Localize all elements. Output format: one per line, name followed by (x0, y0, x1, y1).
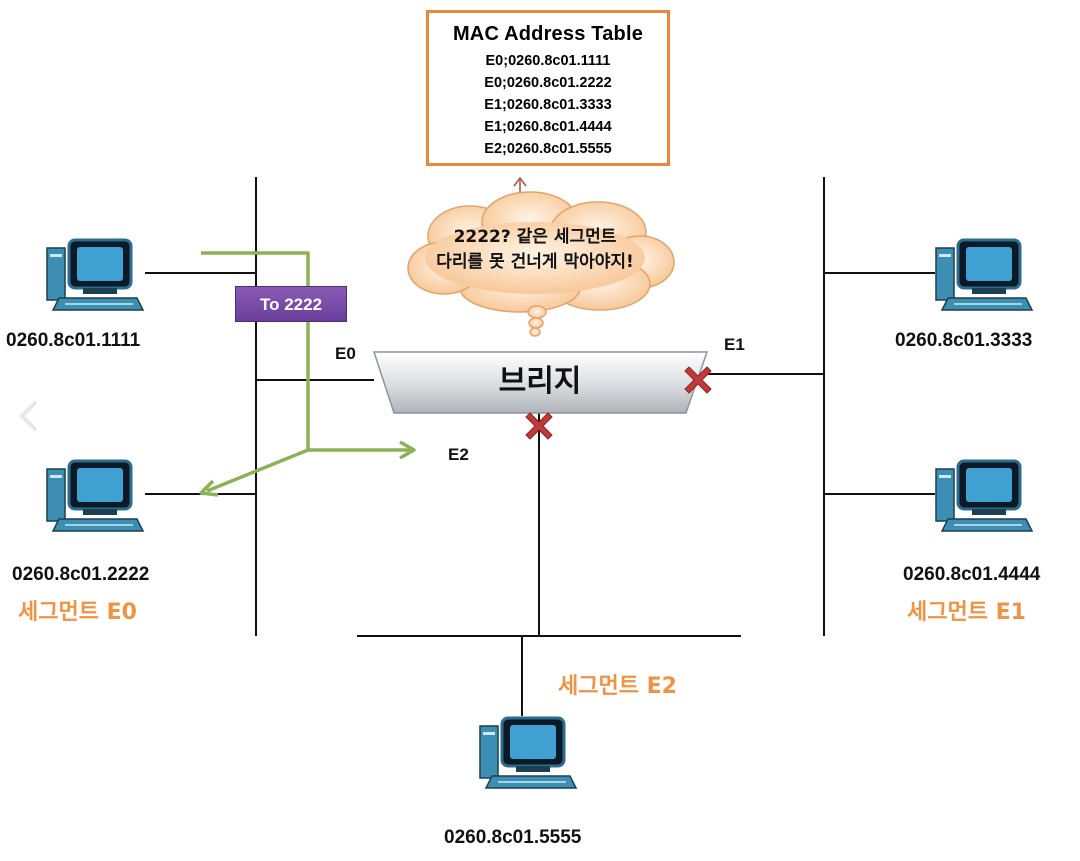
host-mac-label: 0260.8c01.1111 (6, 330, 141, 351)
port-e1-label: E1 (724, 335, 745, 354)
mac-address-table: MAC Address Table E0;0260.8c01.1111 E0;0… (426, 10, 670, 166)
mac-table-title: MAC Address Table (452, 23, 644, 45)
thought-line-2: 다리를 못 건너게 막아야지! (436, 252, 634, 272)
host-mac-label: 0260.8c01.3333 (895, 330, 1033, 351)
port-e2-label: E2 (448, 445, 469, 464)
frame-arrowhead-host2222 (199, 479, 219, 497)
frame-arrowhead-east (399, 440, 416, 460)
x-mark-icon (684, 366, 712, 394)
desktop-computer-icon (46, 459, 145, 532)
chevron-left-icon[interactable] (16, 398, 44, 434)
x-mark-icon (525, 412, 553, 440)
segment-e0-label: 세그먼트 E0 (18, 600, 137, 625)
desktop-computer-icon (935, 238, 1034, 311)
frame-tag: To 2222 (235, 286, 347, 322)
bridge-body (372, 351, 709, 414)
segment-e1-label: 세그먼트 E1 (907, 600, 1026, 625)
mac-table-entry: E2;0260.8c01.5555 (484, 141, 612, 157)
mac-table-entry: E0;0260.8c01.2222 (484, 75, 612, 91)
pointer-arrowhead (513, 176, 527, 187)
mac-table-entry: E0;0260.8c01.1111 (485, 53, 611, 69)
desktop-computer-icon (479, 716, 578, 789)
host-mac-label: 0260.8c01.4444 (903, 564, 1041, 585)
bridge-label: 브리지 (498, 364, 582, 399)
desktop-computer-icon (935, 459, 1034, 532)
mac-table-entries: E0;0260.8c01.1111 E0;0260.8c01.2222 E1;0… (429, 50, 667, 160)
thought-cloud (407, 191, 675, 337)
desktop-computer-icon (46, 238, 145, 311)
host-mac-label: 0260.8c01.5555 (444, 827, 582, 848)
thought-line-1: 2222? 같은 세그먼트 (453, 227, 617, 247)
thought-bubble-text: 2222? 같은 세그먼트 다리를 못 건너게 막아야지! (410, 225, 660, 275)
mac-table-entry: E1;0260.8c01.4444 (484, 119, 612, 135)
host-mac-label: 0260.8c01.2222 (12, 564, 150, 585)
segment-e2-label: 세그먼트 E2 (558, 674, 677, 699)
port-e0-label: E0 (335, 344, 356, 363)
mac-table-entry: E1;0260.8c01.3333 (484, 97, 612, 113)
frame-path (201, 251, 410, 493)
